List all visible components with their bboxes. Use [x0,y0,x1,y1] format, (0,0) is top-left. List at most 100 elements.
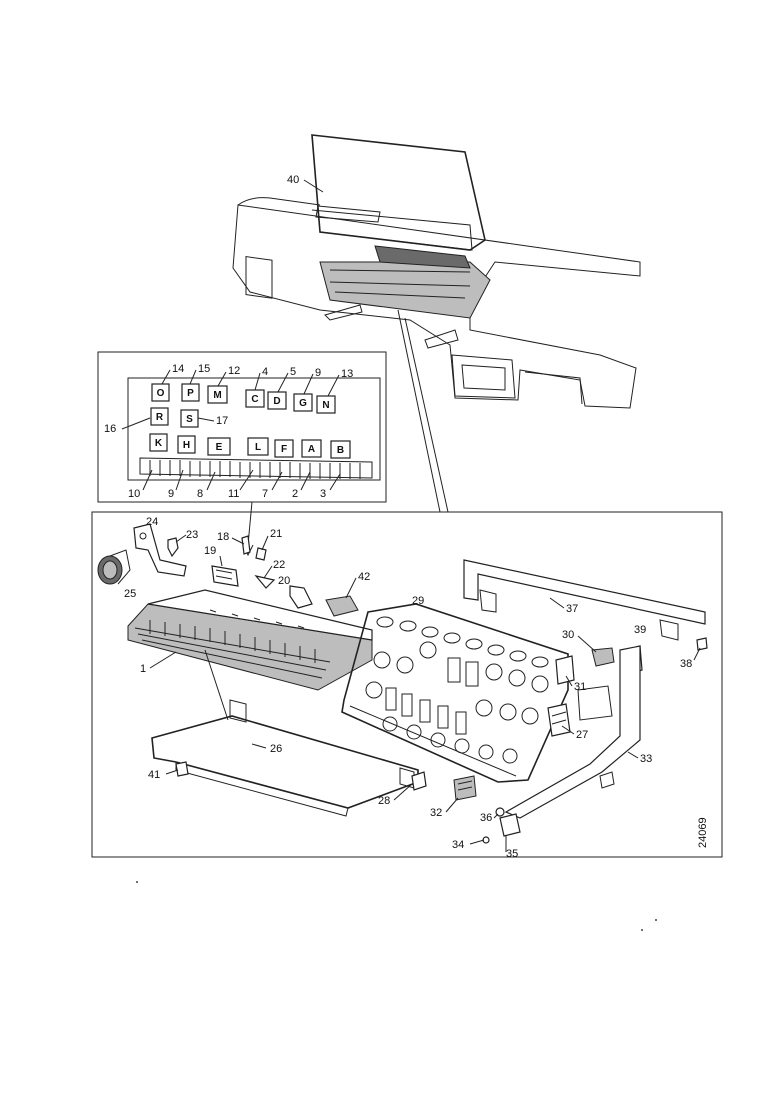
callout-36: 36 [480,812,492,824]
part-24-bracket [133,523,187,577]
inset-key-E: E [207,437,231,456]
callout-32: 32 [430,807,442,819]
appliance-overview: 40 [232,134,641,513]
callout-28: 28 [378,795,390,807]
stray-mark [641,929,643,931]
inset-callout-13: 13 [341,368,353,380]
top-control-module [319,245,491,319]
part-37-rail [463,559,706,625]
callout-34: 34 [452,839,464,851]
svg-text:G: G [299,398,307,409]
keyboard-inset: O P M C D G N R S K H E L F A B 14 15 12… [97,351,387,557]
inset-key-P: P [181,383,200,402]
inset-key-L: L [247,437,269,456]
inset-key-H: H [177,435,196,454]
inset-callout-3: 3 [320,488,326,500]
callout-23: 23 [186,529,198,541]
callout-21: 21 [270,528,282,540]
svg-text:P: P [187,388,194,399]
part-38-screw [696,637,708,651]
callout-31: 31 [574,681,586,693]
stray-mark [655,919,657,921]
callout-30: 30 [562,629,574,641]
callout-38: 38 [680,658,692,670]
inset-key-C: C [245,389,265,408]
svg-text:C: C [251,394,258,405]
svg-text:O: O [157,388,165,399]
inset-callout-12: 12 [228,365,240,377]
svg-text:S: S [186,414,193,425]
part-25-knob [97,549,131,585]
inset-callout-4: 4 [262,366,268,378]
callout-42: 42 [358,571,370,583]
part-1-control-board [127,589,373,691]
part-20-contact [289,585,313,609]
svg-text:K: K [155,438,163,449]
inset-callout-10: 10 [128,488,140,500]
inset-key-G: G [293,393,313,412]
part-42-block [325,595,359,617]
inset-key-M: M [207,385,228,404]
part-33-side-bracket [504,645,641,819]
callout-33: 33 [640,753,652,765]
part-29-panel [341,603,569,783]
part-31-clip [555,655,575,685]
callout-41: 41 [148,769,160,781]
inset-key-A: A [301,439,322,458]
inset-callout-5: 5 [290,366,296,378]
callout-18: 18 [217,531,229,543]
callout-1: 1 [140,663,146,675]
exploded-view: 24 23 18 21 19 22 20 42 25 29 37 30 39 3… [91,511,723,860]
part-22-lever [254,575,276,589]
inset-callout-16: 16 [104,423,116,435]
svg-text:M: M [213,390,221,401]
inset-callout-9-top: 9 [315,367,321,379]
figure-number: 24069 [697,817,709,848]
callout-35: 35 [506,848,518,860]
inset-callout-15: 15 [198,363,210,375]
svg-text:R: R [156,412,164,423]
callout-24: 24 [146,516,158,528]
part-30-lamp [591,647,615,667]
callout-40: 40 [287,174,299,186]
part-19-switch [211,565,239,587]
part-35-bushing [499,813,521,837]
inset-callout-7: 7 [262,488,268,500]
callout-29: 29 [412,595,424,607]
inset-key-O: O [151,383,170,402]
inset-key-N: N [316,395,336,414]
svg-text:H: H [183,440,190,451]
inset-key-B: B [330,440,351,459]
svg-text:B: B [337,445,344,456]
callout-26: 26 [270,743,282,755]
part-27-connector [547,703,571,737]
callout-39: 39 [634,624,646,636]
inset-callout-17: 17 [216,415,228,427]
callout-25: 25 [124,588,136,600]
part-28-tab [411,771,427,791]
callout-27: 27 [576,729,588,741]
svg-text:L: L [255,442,261,453]
part-18-spring [241,535,251,555]
callout-22: 22 [273,559,285,571]
inset-key-K: K [149,433,168,452]
callout-37: 37 [566,603,578,615]
inset-callout-9-bottom: 9 [168,488,174,500]
part-41-pin [175,761,189,777]
svg-text:D: D [273,396,280,407]
inset-callout-2: 2 [292,488,298,500]
svg-text:F: F [281,444,287,455]
callout-19: 19 [204,545,216,557]
inset-key-F: F [274,439,294,458]
svg-text:A: A [308,444,315,455]
svg-text:N: N [322,400,329,411]
stray-mark [136,881,138,883]
callout-20: 20 [278,575,290,587]
part-23-screw [167,537,179,558]
inset-key-D: D [267,391,287,410]
inset-key-R: R [150,407,169,426]
inset-callout-14: 14 [172,363,184,375]
inset-key-S: S [180,409,199,428]
inset-callout-11: 11 [228,488,239,500]
